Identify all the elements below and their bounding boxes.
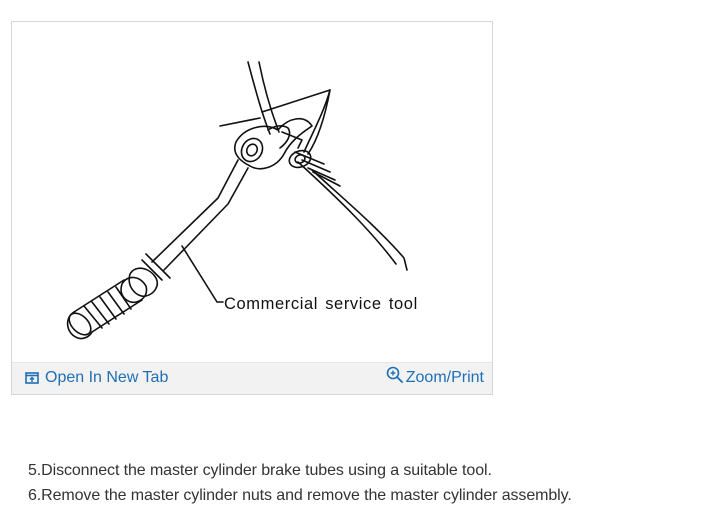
step-6: 6.Remove the master cylinder nuts and re… (28, 483, 572, 508)
figure-card: Commercial service tool Open In New Tab (11, 21, 493, 395)
callout-label: Commercial service tool (224, 295, 418, 313)
open-in-new-tab-icon (25, 371, 40, 385)
zoom-print-label: Zoom/Print (405, 369, 484, 386)
zoom-print-button[interactable]: Zoom/Print (386, 366, 484, 387)
figure-toolbar: Open In New Tab Zoom/Print (12, 362, 492, 394)
brake-tube-removal-drawing (66, 61, 408, 340)
step-number: 6. (28, 487, 42, 504)
figure-illustration: Commercial service tool (12, 22, 492, 364)
step-text: Remove the master cylinder nuts and remo… (41, 487, 572, 504)
step-text: Disconnect the master cylinder brake tub… (41, 462, 492, 479)
step-number: 5. (28, 462, 42, 479)
procedure-steps: 5.Disconnect the master cylinder brake t… (28, 458, 572, 508)
open-new-tab-label: Open In New Tab (45, 369, 169, 386)
step-5: 5.Disconnect the master cylinder brake t… (28, 458, 572, 483)
open-new-tab-button[interactable]: Open In New Tab (25, 369, 168, 387)
zoom-in-icon (386, 366, 404, 384)
